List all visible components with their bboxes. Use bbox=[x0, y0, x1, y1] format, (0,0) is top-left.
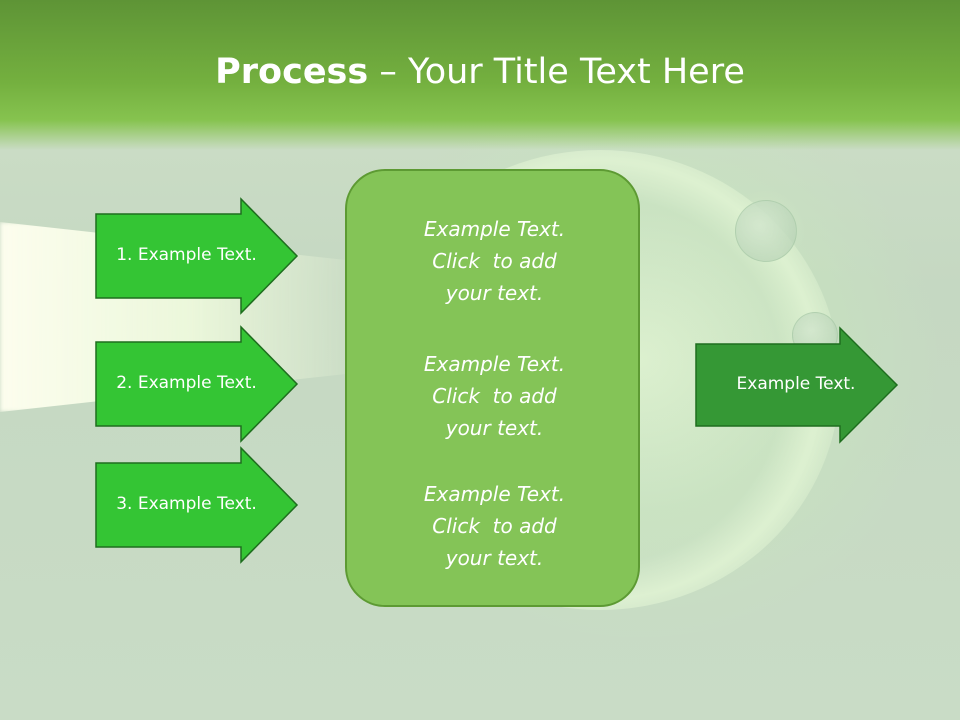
slide-title[interactable]: Process – Your Title Text Here bbox=[0, 52, 960, 92]
center-text-box[interactable]: Example Text. Click to add your text. Ex… bbox=[345, 169, 640, 607]
text-line: Example Text. bbox=[423, 352, 566, 376]
output-label: Example Text. bbox=[736, 374, 856, 394]
title-rest: – Your Title Text Here bbox=[368, 52, 745, 92]
background-bubble bbox=[735, 200, 797, 262]
title-banner bbox=[0, 0, 960, 150]
step-arrow-1[interactable] bbox=[95, 197, 299, 315]
text-line: Click to add bbox=[432, 384, 557, 408]
center-text-block-1: Example Text. Click to add your text. bbox=[347, 213, 642, 309]
text-line: Example Text. bbox=[423, 482, 566, 506]
step-arrow-3[interactable] bbox=[95, 446, 299, 564]
step-label-2: 2. Example Text. bbox=[116, 373, 257, 393]
center-text-block-3: Example Text. Click to add your text. bbox=[347, 478, 642, 574]
title-bold: Process bbox=[215, 52, 369, 92]
step-arrow-2[interactable] bbox=[95, 325, 299, 443]
text-line: your text. bbox=[445, 546, 544, 570]
center-text-block-2: Example Text. Click to add your text. bbox=[347, 348, 642, 444]
text-line: Click to add bbox=[432, 249, 557, 273]
text-line: Example Text. bbox=[423, 217, 566, 241]
text-line: your text. bbox=[445, 416, 544, 440]
text-line: your text. bbox=[445, 281, 544, 305]
step-label-1: 1. Example Text. bbox=[116, 245, 257, 265]
text-line: Click to add bbox=[432, 514, 557, 538]
step-label-3: 3. Example Text. bbox=[116, 494, 257, 514]
output-arrow[interactable] bbox=[695, 326, 899, 444]
